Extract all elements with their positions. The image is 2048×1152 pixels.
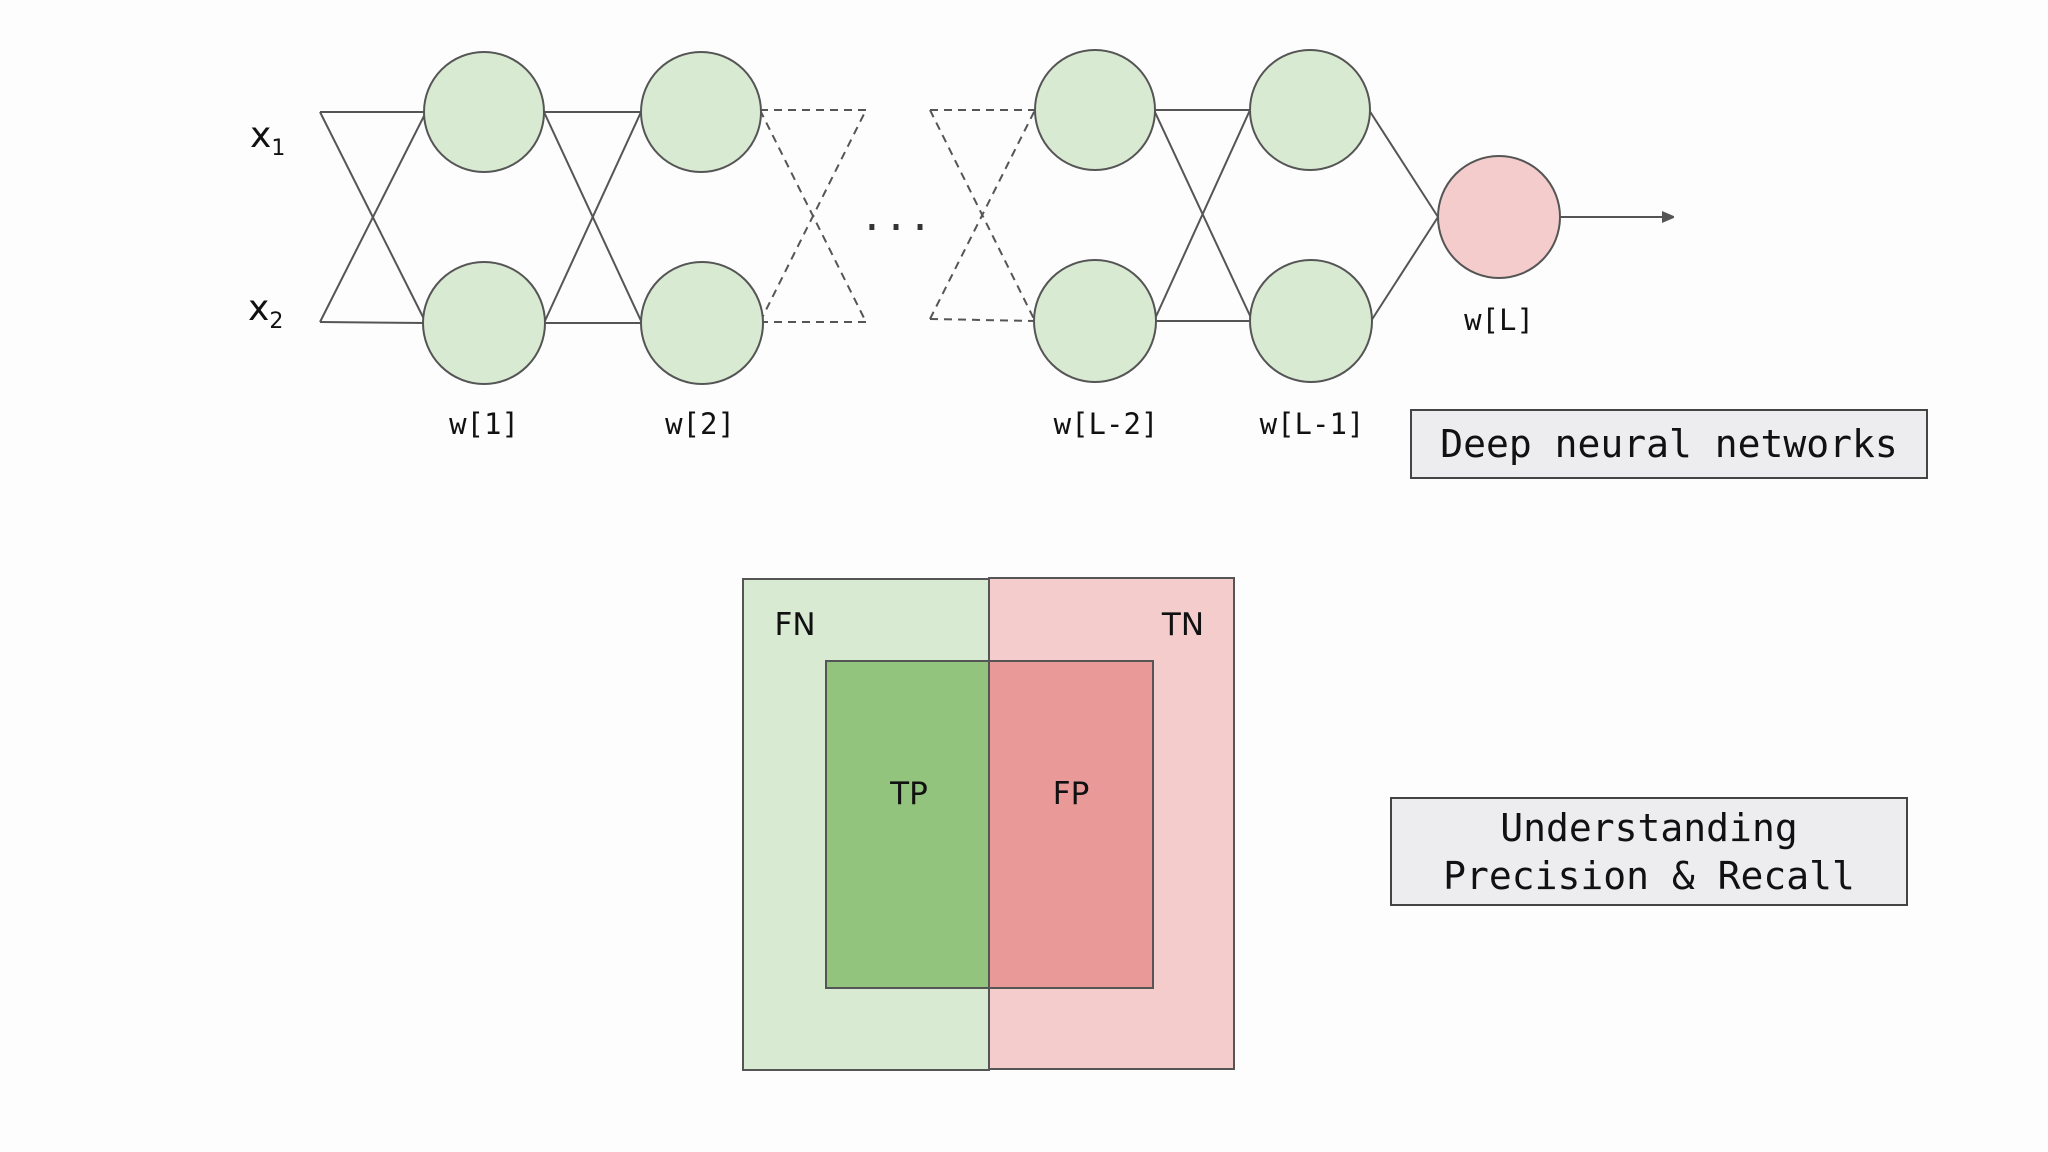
node-layer1-top <box>423 51 545 173</box>
node-layerL1-top <box>1249 49 1371 171</box>
network-nodes <box>422 49 1561 385</box>
layer-label-2: w[2] <box>665 407 735 441</box>
region-tp <box>825 660 990 989</box>
network-edges-dashed <box>759 109 1036 323</box>
node-layer2-top <box>640 51 762 173</box>
layer-label-L1: w[L-1] <box>1260 407 1365 441</box>
layer-label-L2: w[L-2] <box>1054 407 1159 441</box>
region-fp <box>988 660 1154 989</box>
node-layer2-bottom <box>640 261 764 385</box>
title-pr-line1: Understanding <box>1500 805 1798 850</box>
node-output <box>1437 155 1561 279</box>
label-fp: FP <box>1053 776 1090 812</box>
ellipsis: ... <box>860 194 932 240</box>
confusion-diagram <box>742 577 1235 1071</box>
node-layerL2-bottom <box>1033 259 1157 383</box>
title-precision-recall: Understanding Precision & Recall <box>1390 797 1908 906</box>
title-pr-line2: Precision & Recall <box>1443 853 1855 898</box>
layer-label-1: w[1] <box>449 407 519 441</box>
input-x1-label: x1 <box>250 115 285 161</box>
input-x2-label: x2 <box>248 288 283 334</box>
node-layerL1-bottom <box>1249 259 1373 383</box>
label-tp: TP <box>889 776 928 812</box>
label-fn: FN <box>774 607 815 643</box>
title-dnn-text: Deep neural networks <box>1440 422 1898 466</box>
node-layerL2-top <box>1034 49 1156 171</box>
title-deep-neural-networks: Deep neural networks <box>1410 409 1928 479</box>
network-edges <box>319 109 1439 324</box>
label-tn: TN <box>1161 607 1204 643</box>
node-layer1-bottom <box>422 261 546 385</box>
output-label: w[L] <box>1464 303 1534 337</box>
